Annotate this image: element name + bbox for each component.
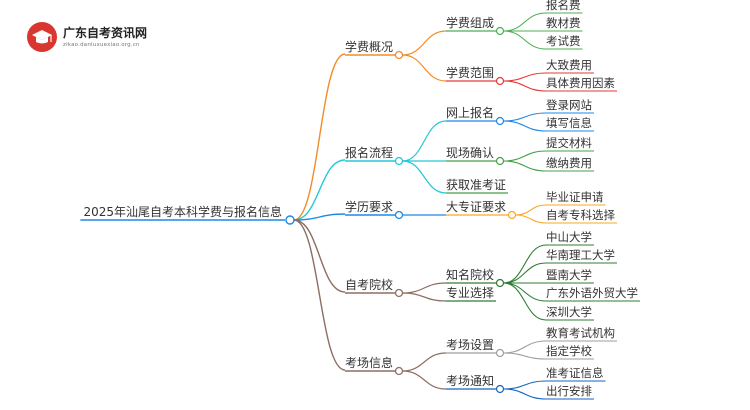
leaf-topic: 准考证信息 (546, 366, 604, 380)
subtopic-link (402, 160, 447, 194)
branch-topic: 自考院校 (345, 277, 393, 292)
subtopic-link (402, 282, 447, 294)
leaf-topic: 登录网站 (546, 98, 592, 112)
leaf-link (503, 112, 547, 122)
subtopic-node-dot[interactable] (495, 26, 505, 36)
leaf-topic: 缴纳费用 (546, 156, 592, 170)
leaf-topic: 提交材料 (546, 136, 592, 150)
leaf-topic: 教材费 (546, 16, 581, 30)
leaf-topic: 指定学校 (546, 344, 592, 358)
leaf-link (503, 12, 547, 32)
leaf-link (503, 352, 547, 360)
subtopic: 考场设置 (446, 338, 494, 352)
leaf-link (503, 120, 547, 132)
leaf-topic: 填写信息 (546, 116, 592, 130)
leaf-link (503, 388, 547, 400)
branch-topic: 考场信息 (345, 355, 393, 370)
leaf-topic: 大致费用 (546, 58, 592, 72)
graduation-cap-icon (27, 22, 57, 52)
leaf-link (503, 380, 547, 390)
leaf-topic: 华南理工大学 (546, 248, 615, 262)
branch-node-dot[interactable] (394, 288, 404, 298)
subtopic: 学费范围 (446, 65, 494, 80)
subtopic-link (402, 30, 447, 56)
subtopic-link (402, 54, 447, 82)
subtopic-link (402, 370, 447, 390)
subtopic-node-dot[interactable] (495, 76, 505, 86)
subtopic-node-dot[interactable] (507, 210, 517, 220)
site-url: zikao.danluxuexiao.org.cn (63, 42, 140, 48)
leaf-topic: 教育考试机构 (546, 326, 615, 340)
leaf-link (503, 244, 547, 284)
branch-link (293, 159, 346, 221)
subtopic: 网上报名 (446, 105, 494, 120)
subtopic-link (402, 292, 447, 302)
leaf-link (503, 282, 547, 302)
subtopic-link (402, 352, 447, 372)
leaf-topic: 考试费 (546, 34, 581, 48)
leaf-topic: 中山大学 (546, 230, 592, 244)
branch-node-dot[interactable] (394, 210, 404, 220)
leaf-link (503, 160, 547, 172)
leaf-link (503, 150, 547, 162)
branch-link (293, 213, 346, 221)
branch-link (293, 219, 346, 293)
subtopic: 现场确认 (446, 146, 494, 160)
leaf-topic: 暨南大学 (546, 268, 592, 282)
leaf-link (515, 214, 547, 224)
leaf-link (503, 30, 547, 50)
branch-link (293, 219, 346, 371)
leaf-link (503, 340, 547, 354)
leaf-link (503, 262, 547, 284)
site-logo[interactable]: 广东自考资讯网 zikao.danluxuexiao.org.cn (27, 20, 227, 56)
branch-link (293, 53, 346, 221)
subtopic-node-dot[interactable] (495, 116, 505, 126)
branch-node-dot[interactable] (394, 156, 404, 166)
subtopic: 获取准考证 (446, 178, 506, 192)
subtopic-node-dot[interactable] (495, 278, 505, 288)
leaf-topic: 具体费用因素 (546, 76, 615, 90)
subtopic: 大专证要求 (446, 199, 506, 214)
leaf-topic: 广东外语外贸大学 (546, 286, 638, 300)
branch-node-dot[interactable] (394, 366, 404, 376)
subtopic: 专业选择 (446, 285, 494, 300)
root-topic: 2025年汕尾自考本科学费与报名信息 (83, 204, 282, 219)
subtopic: 知名院校 (446, 267, 494, 282)
root-node-dot[interactable] (285, 215, 295, 225)
leaf-link (503, 80, 547, 92)
subtopic: 考场通知 (446, 374, 494, 388)
branch-topic: 报名流程 (345, 145, 393, 160)
branch-topic: 学历要求 (345, 199, 393, 214)
leaf-topic: 报名费 (546, 0, 581, 12)
branch-topic: 学费概况 (345, 39, 393, 54)
site-name: 广东自考资讯网 (63, 26, 148, 40)
subtopic-link (402, 120, 447, 162)
leaf-link (515, 204, 547, 216)
leaf-topic: 出行安排 (546, 384, 592, 398)
leaf-link (503, 282, 547, 321)
leaf-topic: 自考专科选择 (546, 208, 615, 222)
subtopic-node-dot[interactable] (495, 384, 505, 394)
subtopic-node-dot[interactable] (495, 348, 505, 358)
leaf-topic: 毕业证申请 (546, 190, 604, 204)
leaf-topic: 深圳大学 (546, 305, 592, 319)
branch-node-dot[interactable] (394, 50, 404, 60)
leaf-link (503, 72, 547, 82)
subtopic: 学费组成 (446, 15, 494, 30)
subtopic-node-dot[interactable] (495, 156, 505, 166)
